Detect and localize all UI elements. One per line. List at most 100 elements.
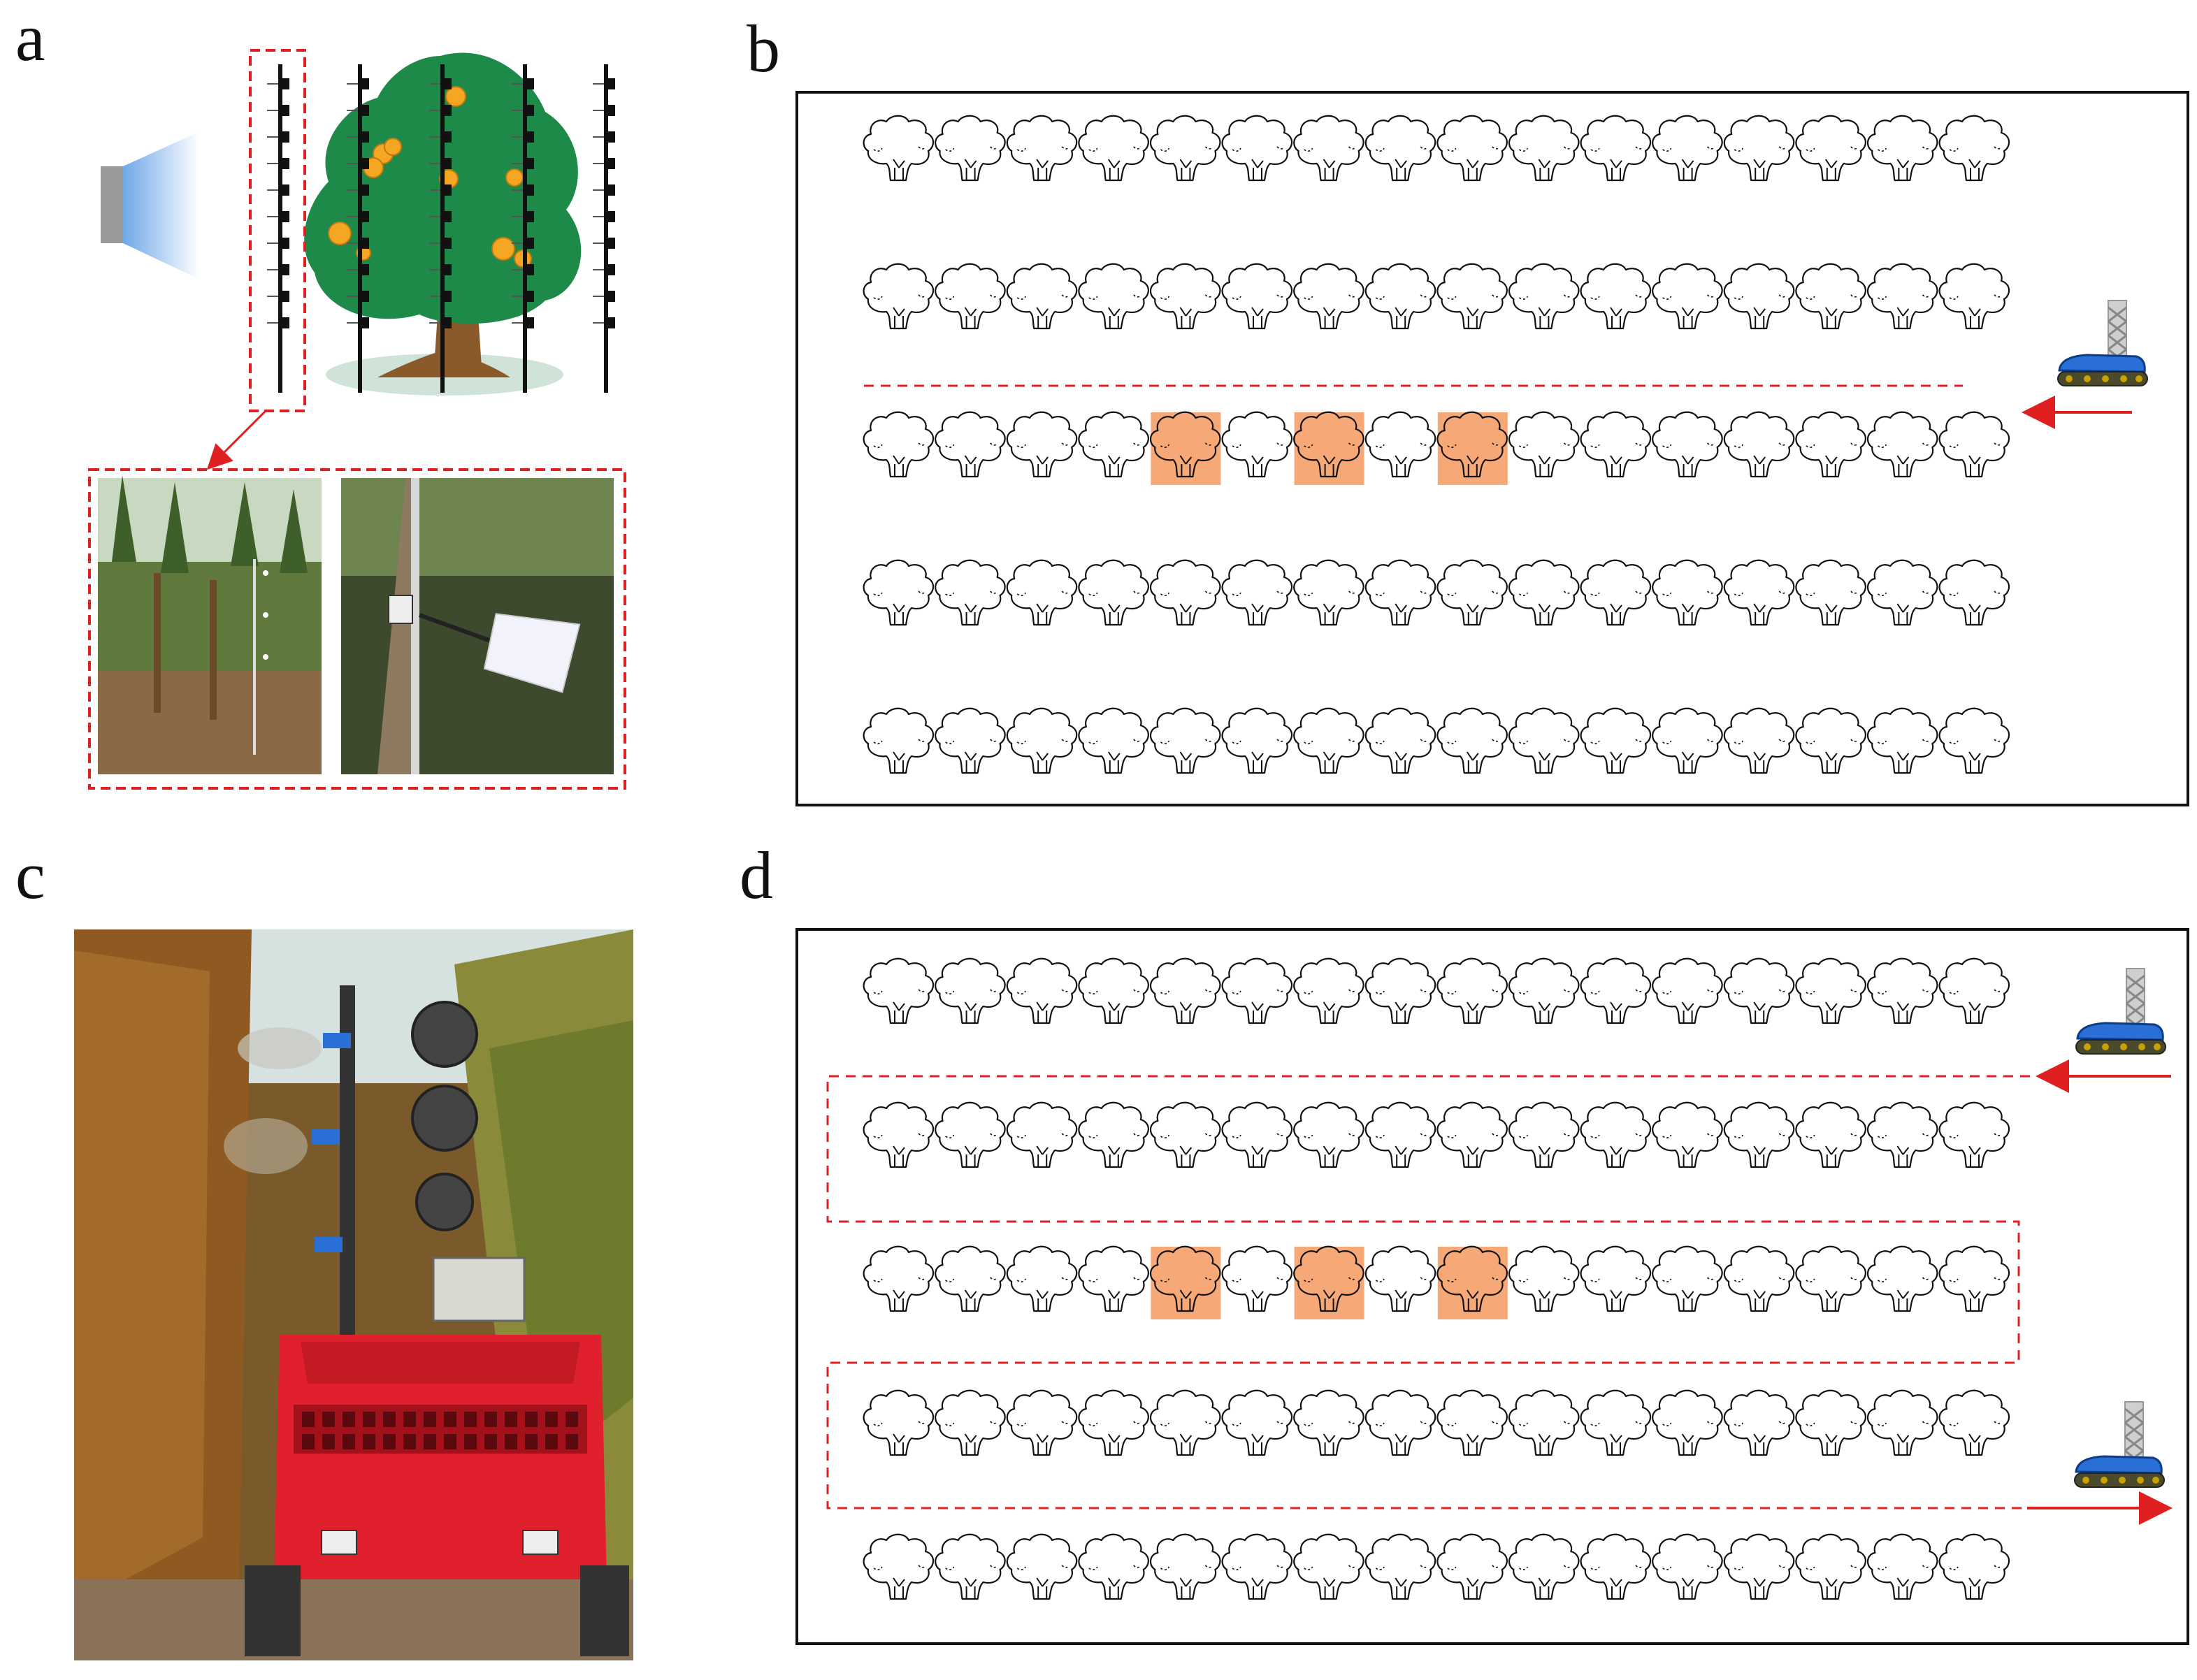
tree-icon: [1006, 1533, 1078, 1600]
tree-icon: [863, 707, 935, 774]
sampling-card-icon: [527, 105, 534, 116]
tree-icon: [1580, 115, 1652, 182]
sampling-card-icon: [445, 78, 452, 89]
sprayer-nozzle-icon: [101, 166, 123, 243]
vent-slot: [424, 1434, 436, 1449]
tree-icon: [1723, 115, 1795, 182]
sprayer-body: [274, 1335, 607, 1579]
tree-icon: [1006, 263, 1078, 330]
tree-icon: [1149, 1389, 1221, 1456]
tree-icon: [1508, 707, 1580, 774]
sprayer-mast: [340, 985, 355, 1335]
sampling-card-icon: [362, 264, 369, 275]
panel-label-b: b: [747, 11, 780, 86]
spray-cone-icon: [123, 131, 200, 280]
tree-icon: [1293, 1533, 1364, 1600]
tree-icon: [1723, 559, 1795, 626]
panel-label-d: d: [740, 838, 773, 913]
sampling-card-icon: [527, 317, 534, 328]
tree-icon: [1508, 1389, 1580, 1456]
tree-icon: [935, 1533, 1006, 1600]
spray-path-d: [826, 1075, 2030, 1509]
vent-slot: [484, 1412, 497, 1427]
sampling-card-icon: [282, 211, 289, 222]
tree-icon: [1723, 1533, 1795, 1600]
tree-icon: [935, 115, 1006, 182]
tree-icon: [1293, 957, 1364, 1024]
tree-icon: [1436, 707, 1508, 774]
tree-icon: [1006, 115, 1078, 182]
tree-icon: [935, 559, 1006, 626]
sampling-card-icon: [282, 291, 289, 302]
tree-icon: [1795, 263, 1866, 330]
sampling-poles: [278, 64, 608, 393]
tree-icon: [1364, 411, 1436, 478]
tree-icon: [1006, 1245, 1078, 1312]
tree-icon: [1866, 957, 1938, 1024]
sampling-card-icon: [527, 78, 534, 89]
tree-icon: [1580, 1389, 1652, 1456]
field-frame-d: [795, 928, 2189, 1645]
tree-icon: [1866, 411, 1938, 478]
vent-slot: [302, 1412, 315, 1427]
tree-icon: [1580, 707, 1652, 774]
tree-icon: [1078, 115, 1149, 182]
sampling-card-icon: [608, 131, 615, 143]
tree-icon: [1078, 411, 1149, 478]
tree-icon: [1866, 1245, 1938, 1312]
tree-icon: [1364, 1101, 1436, 1168]
tree-icon: [1364, 707, 1436, 774]
tree-icon: [1723, 411, 1795, 478]
vent-slot: [363, 1434, 375, 1449]
tree-icon: [863, 1101, 935, 1168]
tree-icon: [1795, 957, 1866, 1024]
vent-slot: [464, 1434, 477, 1449]
vent-slot: [403, 1412, 416, 1427]
sampling-card-icon: [608, 264, 615, 275]
sampling-card-icon: [608, 211, 615, 222]
tree-icon: [1723, 263, 1795, 330]
photo-callout-box: [88, 468, 626, 790]
tree-icon: [1436, 115, 1508, 182]
sampling-card-icon: [362, 317, 369, 328]
sampling-card-icon: [527, 158, 534, 169]
tree-icon: [1795, 1389, 1866, 1456]
tree-icon: [1652, 957, 1723, 1024]
tree-icon: [1938, 1533, 2010, 1600]
vent-slot: [505, 1434, 517, 1449]
tree-icon: [1006, 559, 1078, 626]
tree-icon: [1149, 559, 1221, 626]
tree-icon: [935, 411, 1006, 478]
sampling-card-icon: [362, 78, 369, 89]
sampling-card-icon: [362, 158, 369, 169]
tree-icon: [1866, 1101, 1938, 1168]
panel-c: [74, 929, 633, 1660]
tree-icon: [1938, 411, 2010, 478]
panel-label-a: a: [15, 0, 45, 75]
tree-icon: [1149, 957, 1221, 1024]
water-sensitive-card-photo: [341, 478, 614, 774]
sampling-card-icon: [445, 264, 452, 275]
tree-icon: [1078, 1533, 1149, 1600]
highlighted-tree-cell: [1294, 412, 1364, 485]
vent-slot: [444, 1434, 456, 1449]
vent-slot: [322, 1412, 335, 1427]
sampling-card-icon: [527, 291, 534, 302]
tree-icon: [1508, 559, 1580, 626]
sampling-card-icon: [282, 78, 289, 89]
tree-icon: [863, 411, 935, 478]
vent-grille: [302, 1412, 578, 1449]
sampling-card-icon: [282, 158, 289, 169]
tree-icon: [1866, 115, 1938, 182]
sampling-card-icon: [527, 131, 534, 143]
sampling-card-icon: [362, 291, 369, 302]
sampling-card-icon: [445, 158, 452, 169]
tree-icon: [1436, 1389, 1508, 1456]
tree-icon: [1795, 707, 1866, 774]
vent-slot: [302, 1434, 315, 1449]
vent-slot: [464, 1412, 477, 1427]
tree-grid-d: [863, 957, 2010, 1600]
tree-icon: [1293, 115, 1364, 182]
tree-icon: [1652, 707, 1723, 774]
